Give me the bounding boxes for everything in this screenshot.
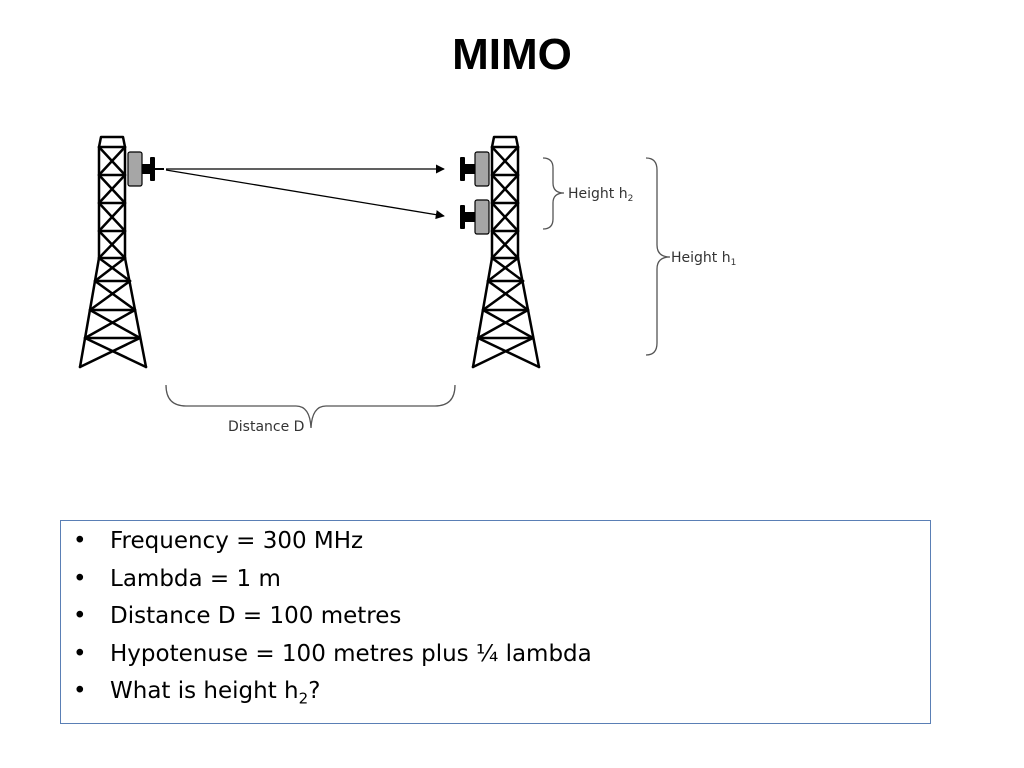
bullet-dot: • (73, 640, 87, 667)
tower-left-icon (78, 135, 148, 369)
brace-height-h1 (645, 157, 671, 356)
antenna-receive-top-icon (460, 151, 490, 187)
brace-height-h2 (542, 157, 565, 230)
bullet-item-frequency: •Frequency = 300 MHz (61, 523, 930, 561)
label-height-h2: Height h2 (568, 186, 633, 204)
bullet-item-question: •What is height h2? (61, 673, 930, 711)
mimo-diagram: Height h2 Height h1 Distance D (78, 135, 736, 435)
signal-path-diagonal (165, 169, 445, 220)
bullet-dot: • (73, 565, 87, 592)
bullets-box: •Frequency = 300 MHz •Lambda = 1 m •Dist… (60, 520, 931, 724)
bullet-dot: • (73, 678, 87, 704)
antenna-receive-bottom-icon (460, 199, 490, 235)
bullet-item-hypotenuse: •Hypotenuse = 100 metres plus ¼ lambda (61, 636, 930, 674)
slide-title: MIMO (452, 30, 572, 79)
bullet-item-distance: •Distance D = 100 metres (61, 598, 930, 636)
label-distance-d: Distance D (228, 419, 304, 435)
bullet-list: •Frequency = 300 MHz •Lambda = 1 m •Dist… (61, 521, 930, 711)
bullet-dot: • (73, 603, 87, 629)
bullet-dot: • (73, 528, 87, 554)
tower-right-icon (471, 135, 541, 369)
brace-distance-d (165, 384, 456, 429)
label-height-h1: Height h1 (671, 250, 736, 268)
bullet-item-lambda: •Lambda = 1 m (61, 561, 930, 599)
antenna-transmit-icon (127, 151, 164, 187)
